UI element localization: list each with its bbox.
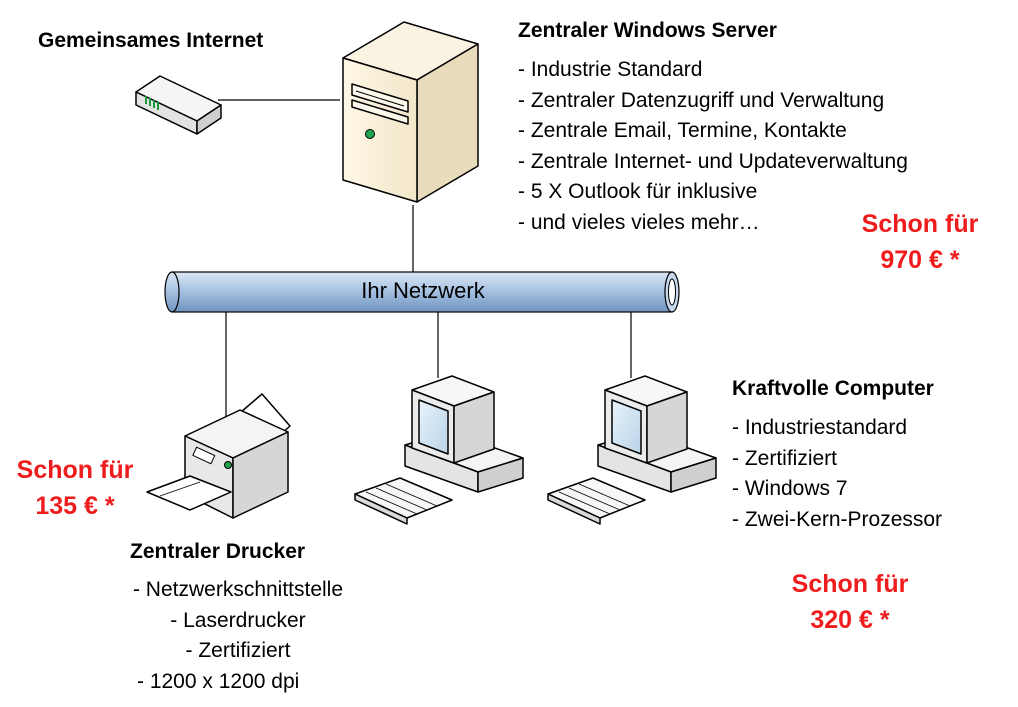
computers-price: Schon für 320 € *	[776, 566, 924, 638]
printer-feature-list: - Netzwerkschnittstelle - Laserdrucker -…	[90, 575, 386, 697]
printer-price: Schon für 135 € *	[0, 452, 150, 524]
router-icon	[135, 75, 222, 135]
server-feature: - Industrie Standard	[518, 58, 703, 81]
server-feature: - Zentrale Internet- und Updateverwaltun…	[518, 149, 908, 173]
printer-title: Zentraler Drucker	[130, 540, 306, 563]
connection-lines	[218, 99, 632, 420]
printer-feature: - Zertifiziert	[185, 639, 291, 663]
computers-feature: - Zwei-Kern-Prozessor	[732, 507, 943, 531]
computers-feature: - Industriestandard	[732, 416, 908, 439]
server-feature: - Zentraler Datenzugriff und Verwaltung	[518, 88, 885, 112]
network-label: Ihr Netzwerk	[361, 278, 485, 303]
computers-price-line2: 320 € *	[810, 606, 890, 634]
computers-feature-list: - Industriestandard - Zertifiziert - Win…	[732, 413, 942, 535]
network-pipe	[164, 271, 680, 313]
computers-feature: - Zertifiziert	[732, 446, 837, 470]
server-tower-icon	[342, 21, 479, 203]
server-feature: - und vieles vieles mehr…	[518, 210, 760, 234]
printer-feature: - 1200 x 1200 dpi	[137, 669, 300, 693]
printer-price-line1: Schon für	[16, 456, 134, 484]
server-price-line2: 970 € *	[880, 246, 960, 274]
server-feature-list: - Industrie Standard - Zentraler Datenzu…	[518, 55, 908, 239]
printer-feature: - Netzwerkschnittstelle	[132, 578, 344, 601]
workstation-icon	[547, 375, 717, 525]
server-title: Zentraler Windows Server	[518, 19, 777, 42]
server-feature: - Zentrale Email, Termine, Kontakte	[518, 119, 847, 143]
internet-title: Gemeinsames Internet	[38, 29, 264, 52]
computers-title: Kraftvolle Computer	[732, 377, 934, 400]
printer-price-line2: 135 € *	[35, 492, 115, 520]
workstation-icon	[354, 375, 524, 525]
printer-feature: - Laserdrucker	[170, 608, 306, 632]
computers-feature: - Windows 7	[732, 477, 848, 501]
printer-icon	[146, 393, 291, 519]
server-price-line1: Schon für	[861, 210, 979, 238]
server-feature: - 5 X Outlook für inklusive	[518, 180, 758, 204]
server-price: Schon für 970 € *	[846, 206, 994, 278]
computers-price-line1: Schon für	[791, 570, 909, 598]
